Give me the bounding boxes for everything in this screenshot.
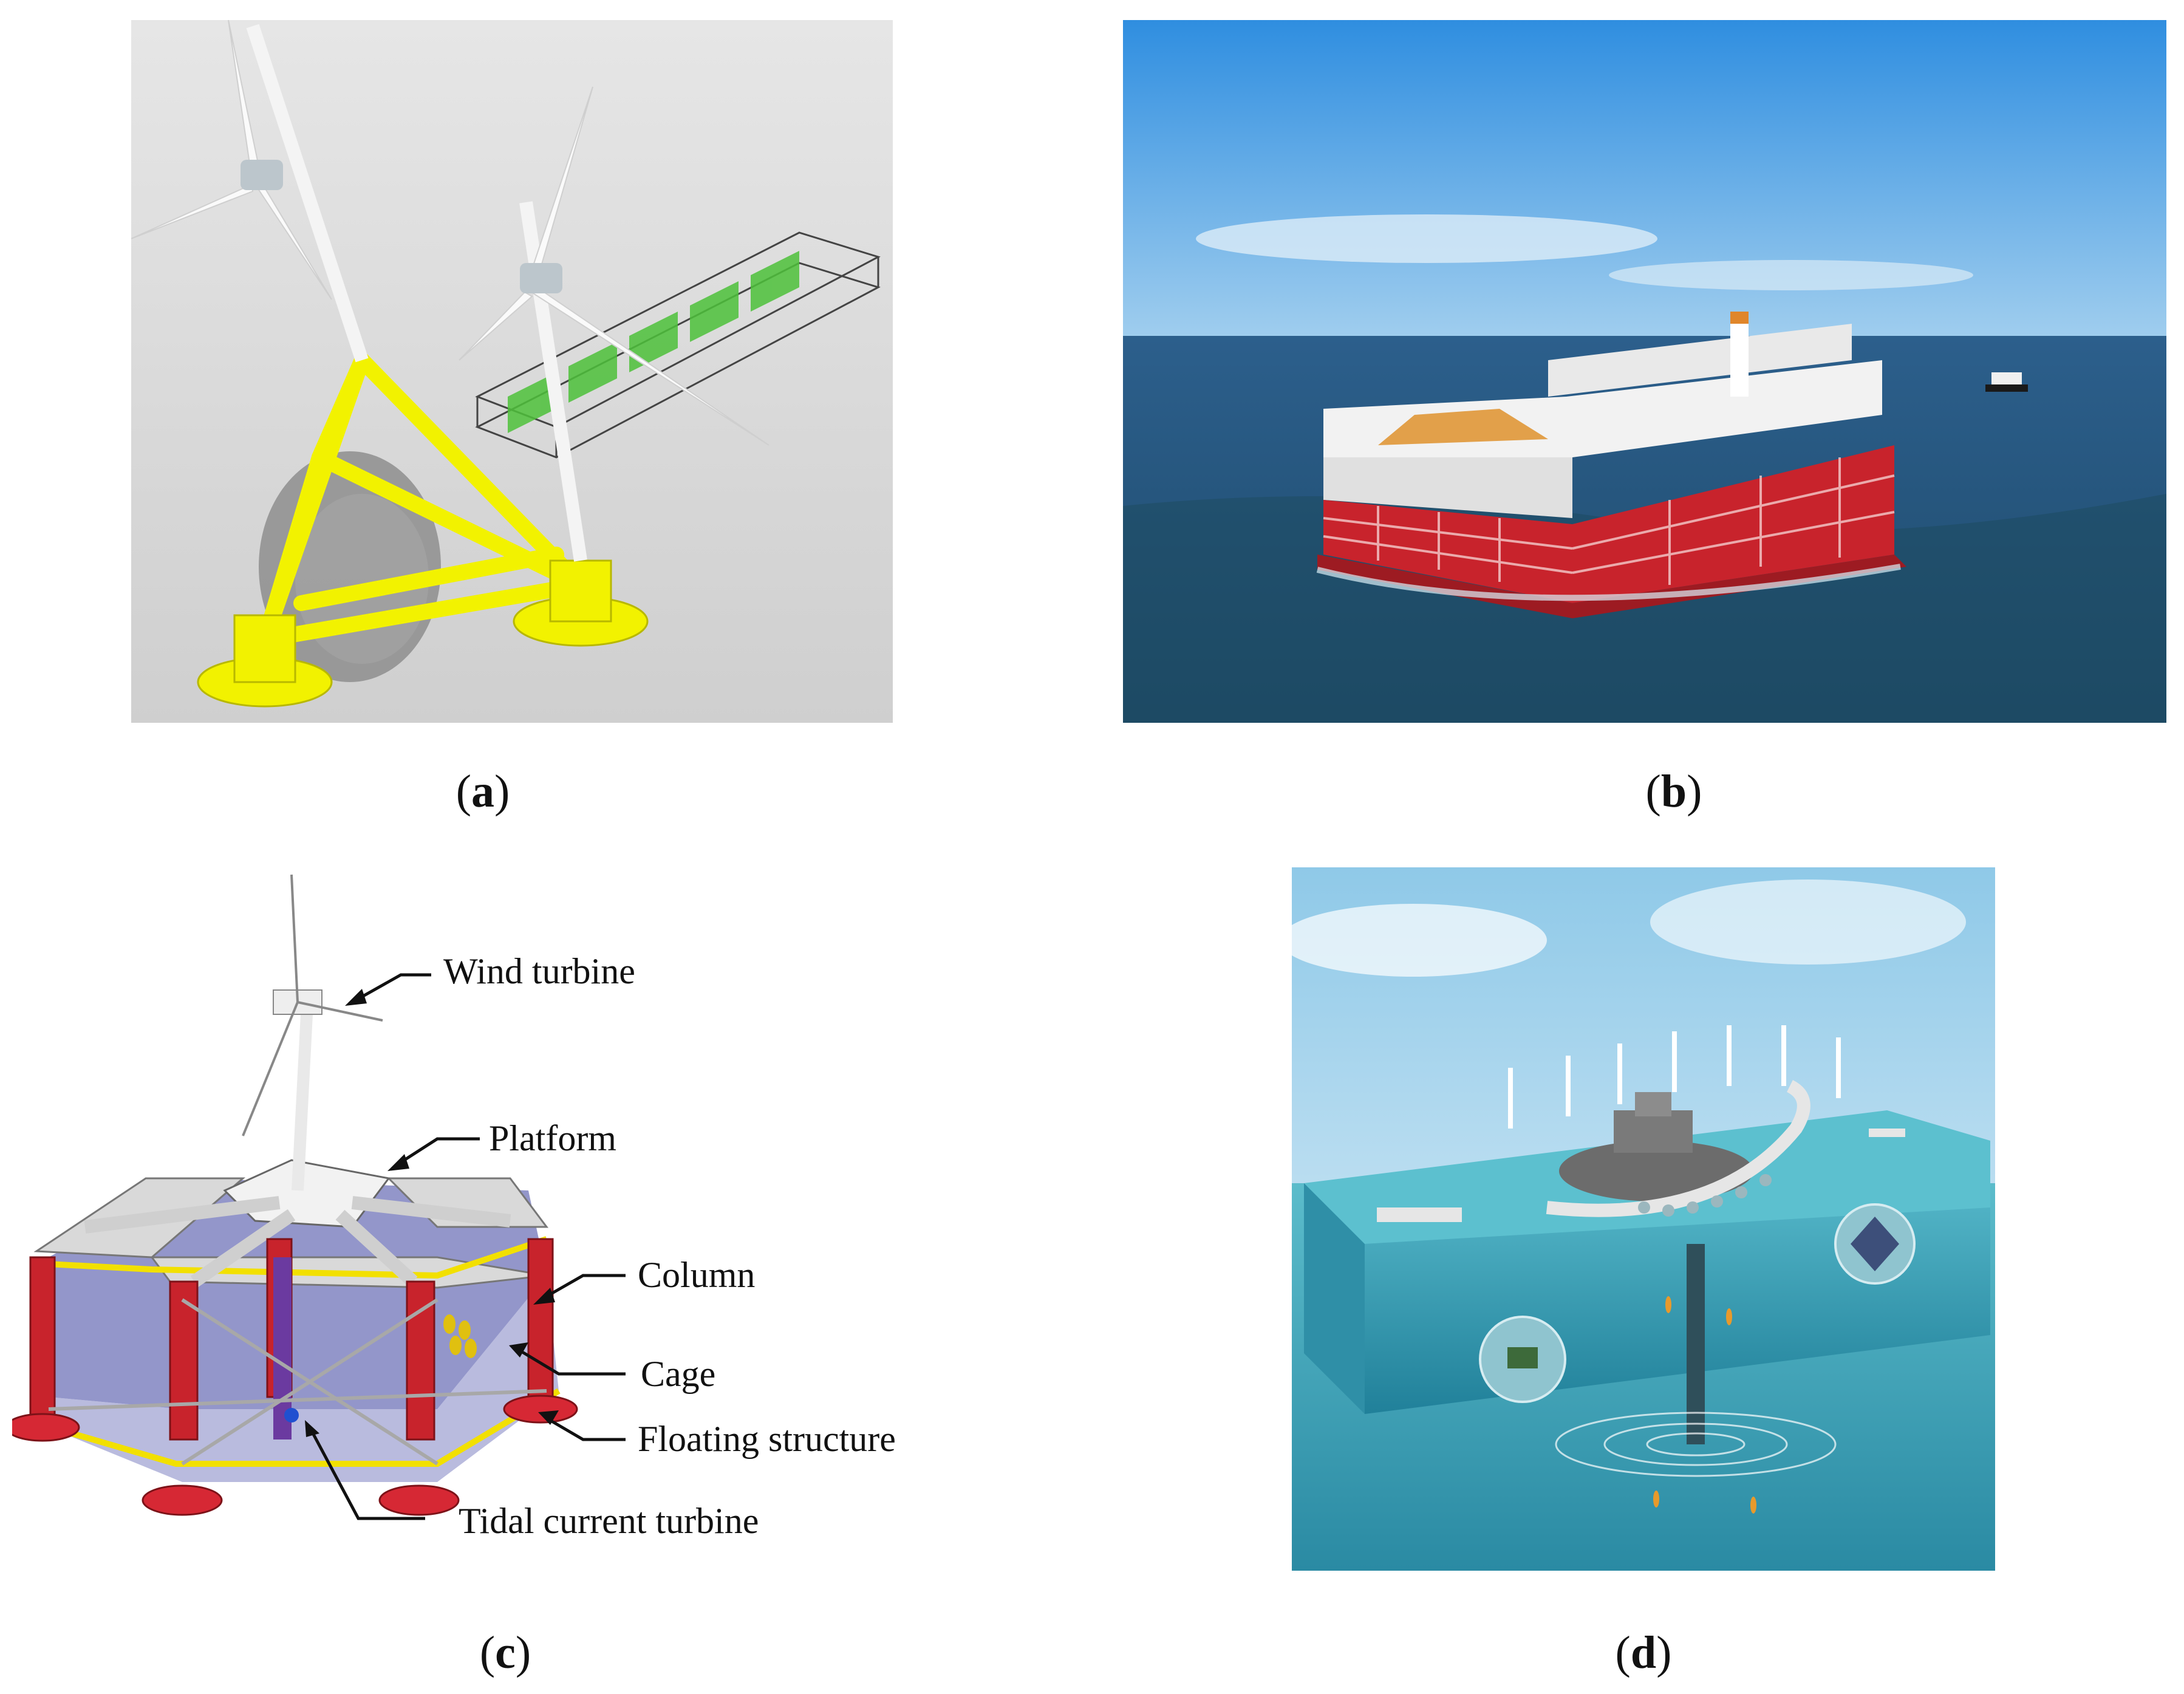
panel-d-image xyxy=(1292,867,1995,1571)
net-cage-wireframe xyxy=(475,231,881,459)
label-wind-turbine: Wind turbine xyxy=(443,951,635,991)
panel-c-diagram xyxy=(12,862,960,1549)
label-column: Column xyxy=(638,1255,756,1295)
caption-d: (d) xyxy=(1615,1627,1672,1678)
panel-a-image xyxy=(131,20,893,723)
label-cage: Cage xyxy=(641,1354,716,1394)
caption-b: (b) xyxy=(1645,766,1702,817)
panel-b-image xyxy=(1123,20,2166,723)
label-floating-structure: Floating structure xyxy=(638,1419,896,1459)
caption-a: (a) xyxy=(456,766,510,817)
caption-c: (c) xyxy=(479,1627,531,1678)
label-platform: Platform xyxy=(489,1118,616,1158)
label-tidal-current-turbine: Tidal current turbine xyxy=(459,1501,759,1541)
